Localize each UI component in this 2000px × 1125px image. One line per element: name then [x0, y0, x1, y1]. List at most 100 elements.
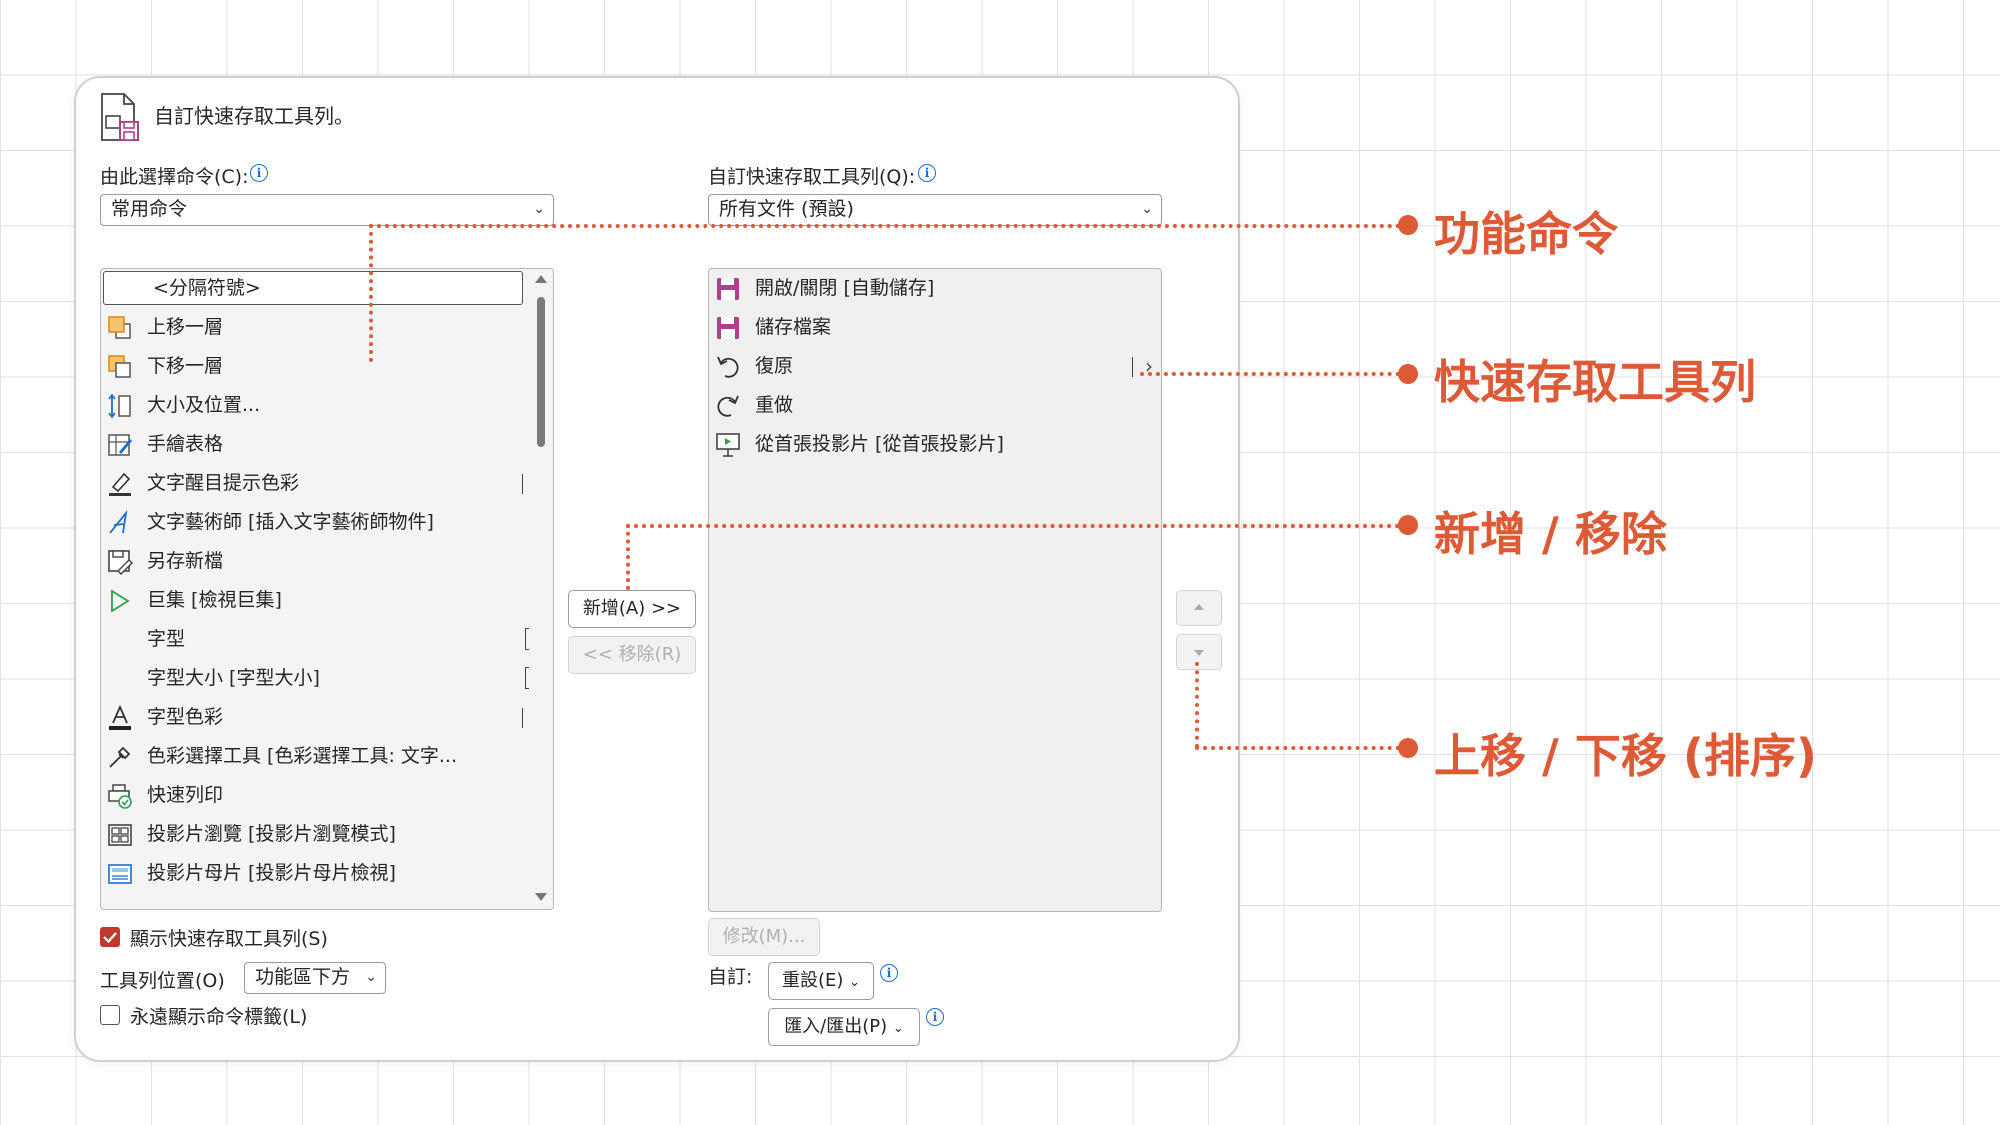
- commands-list[interactable]: <分隔符號> 上移一層 下移一層 大小及位置... 手繪表格 文字醒目提示色彩 …: [100, 268, 554, 910]
- always-show-labels-label: 永遠顯示命令標籤(L): [130, 1006, 308, 1028]
- list-item[interactable]: 巨集 [檢視巨集]: [101, 581, 553, 620]
- callout-dot: [1398, 364, 1418, 384]
- redo-icon: [717, 395, 739, 417]
- list-item[interactable]: 上移一層: [101, 308, 553, 347]
- callout-dot: [1398, 738, 1418, 758]
- list-item[interactable]: 下移一層: [101, 347, 553, 386]
- list-item[interactable]: 投影片瀏覽 [投影片瀏覽模式]: [101, 815, 553, 854]
- chevron-right-icon: ›: [1145, 354, 1153, 378]
- list-item[interactable]: 從首張投影片 [從首張投影片]: [709, 425, 1161, 464]
- highlight-pen-icon: [109, 472, 131, 496]
- scrollbar[interactable]: [529, 269, 553, 909]
- list-item[interactable]: 色彩選擇工具 [色彩選擇工具: 文字...: [101, 737, 553, 776]
- chevron-down-icon: ⌄: [849, 975, 861, 990]
- size-position-icon: [108, 393, 131, 419]
- chevron-down-icon: ⌄: [533, 201, 545, 217]
- list-item-label: 重做: [755, 394, 794, 416]
- customizations-label: 自訂:: [708, 966, 753, 988]
- triangle-down-icon: [1194, 650, 1204, 656]
- callout-label: 新增 / 移除: [1434, 507, 1667, 561]
- undo-icon: [717, 356, 739, 378]
- slide-sorter-icon: [108, 824, 132, 846]
- autosave-icon: [717, 278, 739, 300]
- modify-button[interactable]: 修改(M)...: [708, 918, 820, 956]
- list-item[interactable]: 字型色彩 ›: [101, 698, 553, 737]
- chevron-down-icon: ⌄: [1141, 201, 1153, 217]
- list-item[interactable]: 重做: [709, 386, 1161, 425]
- info-icon[interactable]: i: [250, 164, 268, 182]
- callout-line: [1195, 662, 1199, 748]
- callout-line: [369, 224, 373, 362]
- callout-line: [369, 224, 1409, 228]
- list-item[interactable]: <分隔符號>: [101, 269, 553, 308]
- macro-play-icon: [111, 589, 130, 613]
- split-divider: [521, 474, 523, 494]
- list-item[interactable]: 字型 I: [101, 620, 553, 659]
- list-item[interactable]: 復原 ›: [709, 347, 1161, 386]
- list-item-label: 字型色彩: [147, 706, 224, 728]
- list-item-label: 從首張投影片 [從首張投影片]: [755, 433, 1004, 455]
- qat-list[interactable]: 開啟/關閉 [自動儲存] 儲存檔案 復原 › 重做 從首張投影片 [從首張投影片…: [708, 268, 1162, 912]
- dialog-title: 自訂快速存取工具列。: [154, 104, 354, 128]
- move-up-button[interactable]: [1176, 590, 1222, 626]
- list-item-label: 色彩選擇工具 [色彩選擇工具: 文字...: [147, 745, 458, 767]
- toolbar-position-select[interactable]: 功能區下方 ⌄: [244, 962, 386, 994]
- show-qat-label: 顯示快速存取工具列(S): [130, 928, 328, 950]
- chevron-down-icon: ⌄: [365, 969, 377, 985]
- info-icon[interactable]: i: [880, 964, 898, 982]
- show-qat-checkbox[interactable]: [100, 927, 120, 947]
- customize-qat-dialog: 自訂快速存取工具列。 由此選擇命令(C): i 常用命令 ⌄ 自訂快速存取工具列…: [74, 76, 1240, 1062]
- chevron-down-icon: ⌄: [892, 1021, 904, 1036]
- customize-qat-select[interactable]: 所有文件 (預設) ⌄: [708, 194, 1162, 226]
- reset-button[interactable]: 重設(E) ⌄: [768, 962, 874, 1000]
- move-down-button[interactable]: [1176, 634, 1222, 670]
- list-item-label: 另存新檔: [147, 550, 224, 572]
- info-icon[interactable]: i: [918, 164, 936, 182]
- choose-commands-value: 常用命令: [111, 198, 188, 220]
- customize-qat-label: 自訂快速存取工具列(Q):: [708, 166, 916, 188]
- list-item[interactable]: 文字藝術師 [插入文字藝術師物件] ›: [101, 503, 553, 542]
- callout-line: [1195, 746, 1408, 750]
- remove-button[interactable]: << 移除(R): [568, 636, 696, 674]
- add-button[interactable]: 新增(A) >>: [568, 590, 696, 628]
- scroll-down-icon[interactable]: [535, 893, 547, 901]
- info-icon[interactable]: i: [926, 1008, 944, 1026]
- list-item-label: 開啟/關閉 [自動儲存]: [755, 277, 935, 299]
- list-item-label: 大小及位置...: [147, 394, 261, 416]
- bring-forward-icon: [108, 316, 131, 339]
- scrollbar-thumb[interactable]: [537, 297, 545, 447]
- split-divider: [521, 708, 523, 728]
- list-item[interactable]: 開啟/關閉 [自動儲存]: [709, 269, 1161, 308]
- quick-print-icon: [108, 784, 132, 809]
- callout-label: 快速存取工具列: [1434, 355, 1756, 409]
- save-as-icon: [108, 550, 133, 575]
- list-item-label: 字型: [147, 628, 186, 650]
- list-item[interactable]: 字型大小 [字型大小] I: [101, 659, 553, 698]
- list-item-label: <分隔符號>: [153, 277, 261, 299]
- list-item-label: 儲存檔案: [755, 316, 832, 338]
- list-item-label: 復原: [755, 355, 794, 377]
- import-export-button-label: 匯入/匯出(P): [784, 1016, 888, 1037]
- toolbar-position-label: 工具列位置(O): [100, 970, 225, 992]
- always-show-labels-checkbox[interactable]: [100, 1005, 120, 1025]
- list-item[interactable]: 手繪表格: [101, 425, 553, 464]
- scroll-up-icon[interactable]: [535, 275, 547, 283]
- list-item[interactable]: 大小及位置...: [101, 386, 553, 425]
- list-item[interactable]: 快速列印: [101, 776, 553, 815]
- list-item[interactable]: 文字醒目提示色彩 ›: [101, 464, 553, 503]
- send-backward-icon: [108, 355, 131, 378]
- draw-table-icon: [108, 434, 132, 456]
- choose-commands-select[interactable]: 常用命令 ⌄: [100, 194, 554, 226]
- font-color-icon: [109, 705, 131, 730]
- list-item[interactable]: 儲存檔案: [709, 308, 1161, 347]
- callout-dot: [1398, 215, 1418, 235]
- import-export-button[interactable]: 匯入/匯出(P) ⌄: [768, 1008, 920, 1046]
- list-item[interactable]: 投影片母片 [投影片母片檢視]: [101, 854, 553, 893]
- toolbar-position-value: 功能區下方: [255, 966, 351, 988]
- list-item[interactable]: 另存新檔: [101, 542, 553, 581]
- slide-master-icon: [108, 864, 132, 884]
- choose-commands-label: 由此選擇命令(C):: [100, 166, 249, 188]
- callout-label: 上移 / 下移 (排序): [1434, 729, 1817, 783]
- save-icon: [717, 317, 739, 339]
- callout-line: [1140, 372, 1408, 376]
